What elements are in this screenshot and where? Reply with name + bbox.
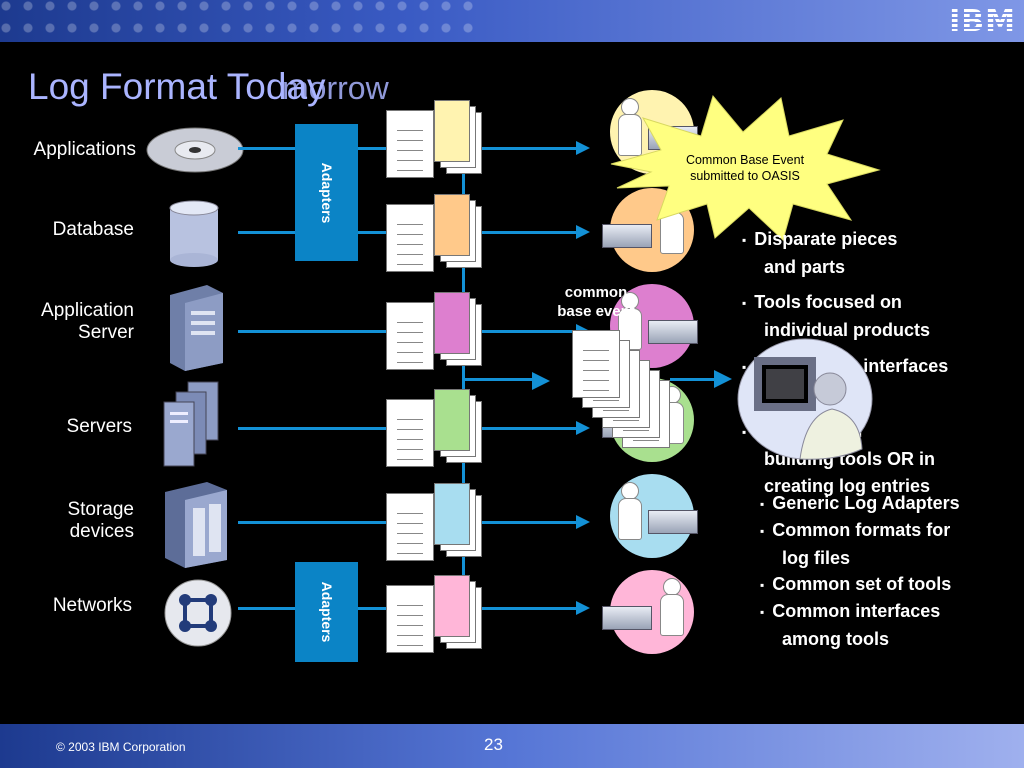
computer-user-icon [737,338,873,460]
common-base-event-document [572,330,620,398]
log-file-page [434,100,470,162]
log-file-page [434,292,470,354]
arrow-icon [576,141,590,155]
arrow-icon [576,601,590,615]
server-icon [170,285,223,371]
source-label-applications: Applications [33,139,136,160]
collector-line [462,147,465,607]
storage-icon [165,482,227,568]
bullet-item: ▪Generic Log Adapters [760,493,960,513]
bullet-item: ▪Common set of tools [760,574,952,594]
log-file-page [434,194,470,256]
source-label-networks: Networks [52,595,132,616]
person-icon [660,578,684,636]
arrow-icon [714,370,732,388]
connector-line [670,378,716,381]
callout-burst [610,94,881,241]
toolbox-icon [648,510,698,534]
toolbox-icon [602,224,652,248]
person-icon [618,98,642,156]
person-icon [618,482,642,540]
banner-pattern [0,0,480,42]
cd-icon [146,127,244,173]
tool-circle [610,474,698,558]
log-file-page [434,575,470,637]
log-file-page [434,389,470,451]
database-icon [169,200,219,267]
source-label-servers: Servers [66,416,132,437]
top-banner: IBM [0,0,1024,42]
tool-circle [602,188,694,272]
log-document-icon [386,399,434,467]
adapters-box: Adapters [295,562,358,662]
connector-line [462,378,532,381]
arrow-icon [576,515,590,529]
tool-circle [602,570,694,654]
adapters-box: Adapters [295,124,358,261]
slide-title: Log Format Today [28,66,326,107]
toolbox-icon [602,606,652,630]
arrow-icon [576,225,590,239]
log-document-icon [386,204,434,272]
footer-bar: © 2003 IBM Corporation 23 [0,724,1024,768]
log-document-icon [386,585,434,653]
source-label-database: Database [52,219,134,240]
log-document-icon [386,302,434,370]
log-document-icon [386,493,434,561]
toolbox-icon [648,320,698,344]
arrow-icon [532,372,550,390]
copyright-text: © 2003 IBM Corporation [56,740,186,754]
network-icon [164,579,232,647]
log-document-icon [386,110,434,178]
server-rack-icon [163,381,219,467]
log-file-page [434,483,470,545]
slide-title-overlay: morrow [282,70,389,106]
page-number: 23 [484,735,503,754]
ibm-logo: IBM [949,4,1016,39]
arrow-icon [576,421,590,435]
